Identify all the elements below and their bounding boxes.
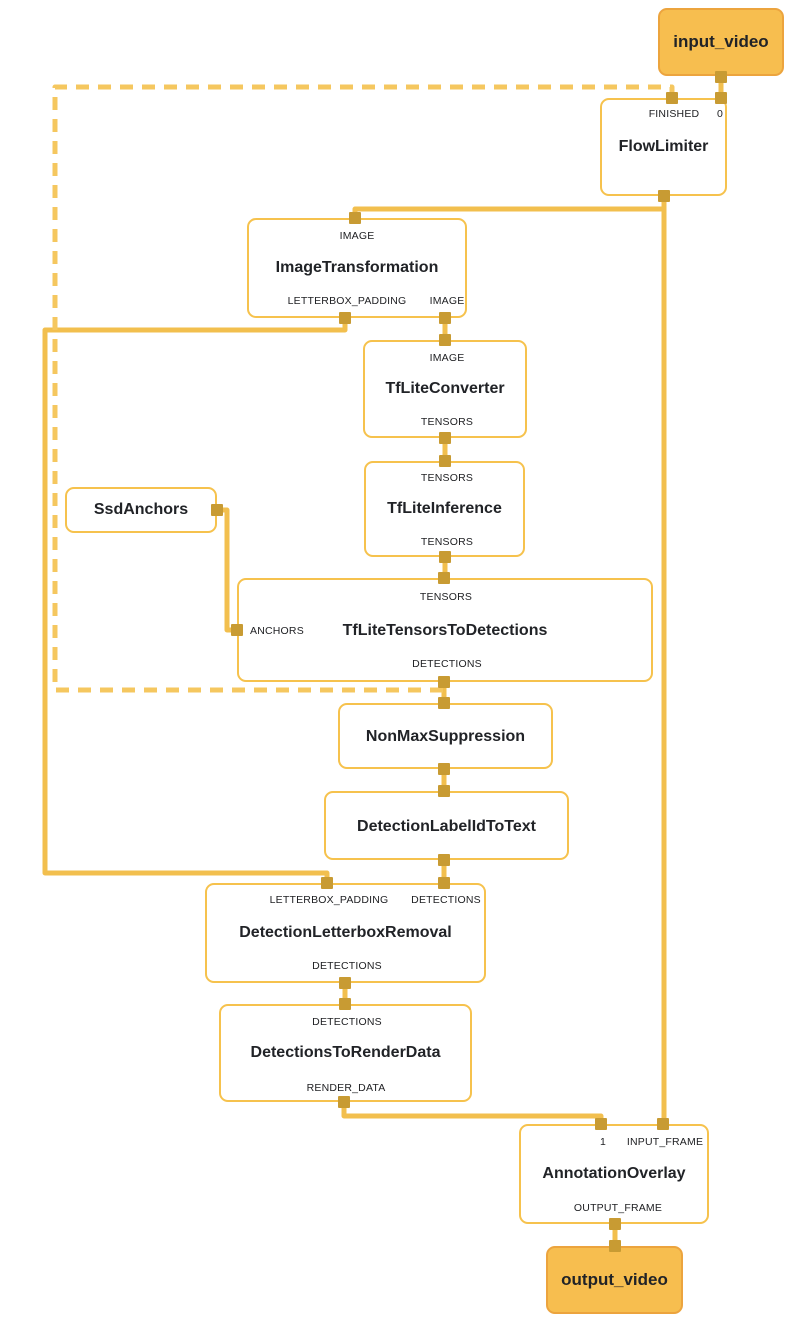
port-letterbox-removal-detections-out [339, 977, 351, 989]
edge-render-data-to-annotation-overlay [341, 1102, 604, 1124]
node-label: AnnotationOverlay [542, 1165, 686, 1182]
node-image-transformation[interactable]: IMAGE ImageTransformation LETTERBOX_PADD… [247, 218, 467, 318]
port-label-tensors-in: TENSORS [419, 591, 473, 603]
port-ttd-anchors-in [231, 624, 243, 636]
stream-node-output-video[interactable]: output_video [546, 1246, 683, 1314]
node-detection-label-id-to-text[interactable]: DetectionLabelIdToText [324, 791, 569, 860]
port-image-transformation-letterbox-out [339, 312, 351, 324]
port-flowlimiter-zero-in [715, 92, 727, 104]
port-label-letterbox-padding-out: LETTERBOX_PADDING [287, 295, 407, 307]
node-tflite-inference[interactable]: TENSORS TfLiteInference TENSORS [364, 461, 525, 557]
node-non-max-suppression[interactable]: NonMaxSuppression [338, 703, 553, 769]
port-tflite-converter-out [439, 432, 451, 444]
port-output-video-in [609, 1240, 621, 1252]
stream-node-input-video[interactable]: input_video [658, 8, 784, 76]
edge-flowlimiter-to-image-transformation [352, 206, 664, 218]
port-nonmax-out [438, 763, 450, 775]
node-label: TfLiteConverter [385, 380, 505, 397]
port-tflite-inference-in [439, 455, 451, 467]
edge-letterbox-padding [42, 318, 348, 883]
port-nonmax-in [438, 697, 450, 709]
port-label-detections-in: DETECTIONS [312, 1016, 382, 1028]
node-ssd-anchors[interactable]: SsdAnchors [65, 487, 217, 533]
port-label-zero: 0 [716, 108, 724, 120]
port-label-render-data-out: RENDER_DATA [306, 1082, 386, 1094]
node-detection-letterbox-removal[interactable]: LETTERBOX_PADDING DETECTIONS DetectionLe… [205, 883, 486, 983]
port-label-input-frame-in: INPUT_FRAME [626, 1136, 704, 1148]
port-label-detections-out: DETECTIONS [412, 658, 482, 670]
port-label-tensors-out: TENSORS [420, 416, 474, 428]
port-image-transformation-image-out [439, 312, 451, 324]
port-label-image-in: IMAGE [429, 352, 465, 364]
port-annotation-overlay-output-frame-out [609, 1218, 621, 1230]
port-ttd-detections-out [438, 676, 450, 688]
node-label: DetectionLabelIdToText [357, 818, 536, 835]
port-flowlimiter-out [658, 190, 670, 202]
port-label-image-in: IMAGE [339, 230, 375, 242]
node-label: NonMaxSuppression [365, 728, 526, 745]
port-letterbox-removal-detections-in [438, 877, 450, 889]
port-letterbox-removal-padding-in [321, 877, 333, 889]
edge-back-finished-dashed [52, 84, 675, 693]
port-label-tensors-in: TENSORS [420, 472, 474, 484]
node-label: DetectionsToRenderData [250, 1044, 441, 1061]
port-render-data-in [339, 998, 351, 1010]
port-labelid-in [438, 785, 450, 797]
node-label: ImageTransformation [275, 259, 439, 276]
port-render-data-out [338, 1096, 350, 1108]
port-tflite-converter-in [439, 334, 451, 346]
node-tflite-converter[interactable]: IMAGE TfLiteConverter TENSORS [363, 340, 527, 438]
node-label: TfLiteInference [387, 500, 502, 517]
port-labelid-out [438, 854, 450, 866]
node-label: SsdAnchors [93, 501, 189, 518]
port-label-detections-in: DETECTIONS [411, 894, 481, 906]
port-label-letterbox-padding-in: LETTERBOX_PADDING [269, 894, 389, 906]
node-label: FlowLimiter [618, 138, 709, 155]
port-label-one-in: 1 [599, 1136, 607, 1148]
port-label-tensors-out: TENSORS [420, 536, 474, 548]
port-image-transformation-image-in [349, 212, 361, 224]
port-label-finished: FINISHED [648, 108, 700, 120]
edge-ssd-anchors-to-tensors-to-detections [217, 507, 237, 633]
stream-label: output_video [561, 1270, 668, 1289]
port-annotation-overlay-input-frame-in [657, 1118, 669, 1130]
node-flow-limiter[interactable]: FINISHED 0 FlowLimiter [600, 98, 727, 196]
port-ssd-anchors-out [211, 504, 223, 516]
node-label: DetectionLetterboxRemoval [239, 924, 452, 941]
port-input-video-out [715, 71, 727, 83]
port-label-image-out: IMAGE [429, 295, 465, 307]
port-flowlimiter-finished-in [666, 92, 678, 104]
port-tflite-inference-out [439, 551, 451, 563]
node-tflite-tensors-to-detections[interactable]: TENSORS ANCHORS TfLiteTensorsToDetection… [237, 578, 653, 682]
node-detections-to-render-data[interactable]: DETECTIONS DetectionsToRenderData RENDER… [219, 1004, 472, 1102]
port-annotation-overlay-one-in [595, 1118, 607, 1130]
port-label-anchors-in: ANCHORS [250, 625, 304, 637]
node-annotation-overlay[interactable]: 1 INPUT_FRAME AnnotationOverlay OUTPUT_F… [519, 1124, 709, 1224]
node-label: TfLiteTensorsToDetections [342, 622, 548, 639]
stream-label: input_video [673, 32, 769, 51]
port-ttd-tensors-in [438, 572, 450, 584]
port-label-detections-out: DETECTIONS [312, 960, 382, 972]
port-label-output-frame-out: OUTPUT_FRAME [573, 1202, 663, 1214]
